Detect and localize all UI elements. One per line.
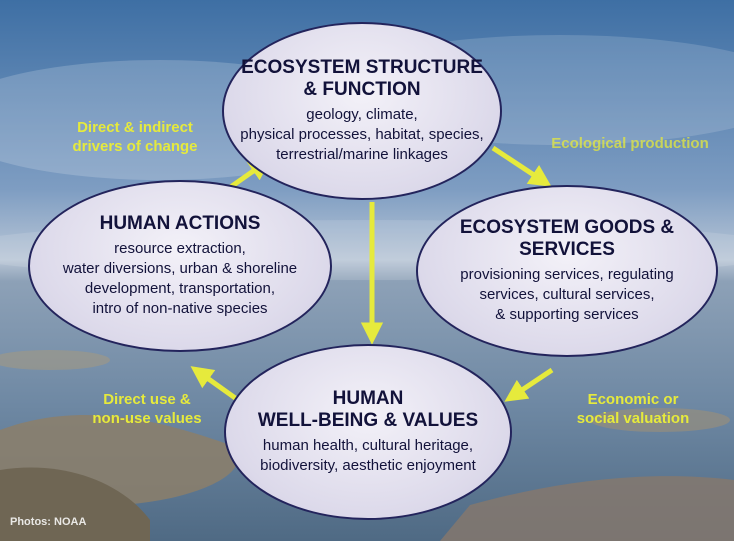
label-ecological-production: Ecological production xyxy=(540,134,720,153)
arrow-goods-to-wellbeing xyxy=(504,367,554,402)
body-line: & supporting services xyxy=(495,306,639,323)
label-line: social valuation xyxy=(576,410,690,427)
node-human-actions: HUMAN ACTIONS resource extraction, water… xyxy=(28,180,332,352)
label-economic-valuation: Economic or social valuation xyxy=(568,390,698,428)
label-drivers-of-change: Direct & indirect drivers of change xyxy=(60,118,210,156)
body-line: services, cultural services, xyxy=(479,286,655,303)
node-ecosystem-structure: ECOSYSTEM STRUCTURE & FUNCTION geology, … xyxy=(222,22,502,200)
node-body: provisioning services, regulating servic… xyxy=(460,265,673,325)
body-line: geology, climate, xyxy=(306,106,418,123)
body-line: provisioning services, regulating xyxy=(460,266,674,283)
body-line: development, transportation, xyxy=(84,280,276,297)
node-title: ECOSYSTEM STRUCTURE & FUNCTION xyxy=(241,57,483,101)
label-line: drivers of change xyxy=(72,138,198,155)
node-human-wellbeing: HUMAN WELL-BEING & VALUES human health, … xyxy=(224,344,512,520)
title-line: & FUNCTION xyxy=(303,79,421,100)
label-line: Economic or xyxy=(587,391,679,408)
node-ecosystem-goods: ECOSYSTEM GOODS & SERVICES provisioning … xyxy=(416,185,718,357)
body-line: intro of non-native species xyxy=(92,300,268,317)
node-title: HUMAN ACTIONS xyxy=(100,213,261,235)
node-title: ECOSYSTEM GOODS & SERVICES xyxy=(460,217,674,261)
node-body: geology, climate, physical processes, ha… xyxy=(240,105,483,165)
title-line: HUMAN xyxy=(332,388,404,409)
label-line: Ecological production xyxy=(551,135,709,152)
title-line: ECOSYSTEM STRUCTURE xyxy=(241,57,483,78)
title-line: SERVICES xyxy=(519,239,615,260)
title-line: WELL-BEING & VALUES xyxy=(257,410,479,431)
label-line: non-use values xyxy=(92,410,202,427)
label-line: Direct use & xyxy=(103,391,191,408)
body-line: biodiversity, aesthetic enjoyment xyxy=(260,457,476,474)
title-line: HUMAN ACTIONS xyxy=(99,213,261,234)
node-title: HUMAN WELL-BEING & VALUES xyxy=(258,388,478,432)
label-line: Direct & indirect xyxy=(77,119,193,136)
body-line: terrestrial/marine linkages xyxy=(276,146,448,163)
label-direct-use-values: Direct use & non-use values xyxy=(72,390,222,428)
body-line: resource extraction, xyxy=(114,240,246,257)
body-line: human health, cultural heritage, xyxy=(262,437,474,454)
body-line: water diversions, urban & shoreline xyxy=(62,260,298,277)
node-body: human health, cultural heritage, biodive… xyxy=(260,436,476,476)
node-body: resource extraction, water diversions, u… xyxy=(63,239,297,319)
body-line: physical processes, habitat, species, xyxy=(240,126,484,143)
arrow-wellbeing-to-actions xyxy=(190,366,240,403)
title-line: ECOSYSTEM GOODS & xyxy=(459,217,675,238)
arrow-structure-to-goods xyxy=(491,145,552,187)
photo-credit: Photos: NOAA xyxy=(10,516,87,528)
